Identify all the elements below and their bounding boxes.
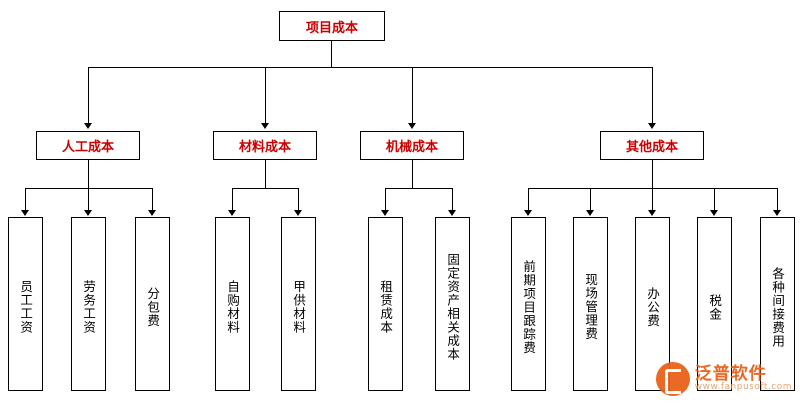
node-category-machinery: 机械成本 <box>360 131 464 160</box>
leaf-site-management-fee-label: 现场管理费 <box>583 273 599 341</box>
connector-root-stem <box>331 41 332 67</box>
leaf-self-purchased-material: 自购材料 <box>215 217 250 391</box>
arrow-machinery-leaf1 <box>381 210 389 216</box>
node-category-material: 材料成本 <box>213 131 317 160</box>
node-category-material-label: 材料成本 <box>238 140 291 155</box>
arrow-machinery-leaf2 <box>448 210 456 216</box>
arrow-other-leaf3 <box>648 210 656 216</box>
leaf-self-purchased-material-label: 自购材料 <box>225 280 241 334</box>
leaf-site-management-fee: 现场管理费 <box>573 217 608 391</box>
connector-labor-to-leaf3 <box>152 188 153 210</box>
connector-root-to-cat4 <box>652 67 653 123</box>
leaf-office-expense-label: 办公费 <box>645 286 661 328</box>
leaf-tax-label: 税金 <box>707 293 723 321</box>
leaf-preliminary-tracking-fee-label: 前期项目跟踪费 <box>521 259 537 355</box>
leaf-leasing-cost: 租赁成本 <box>368 217 403 391</box>
watermark-name-cn: 泛普软件 <box>694 363 767 384</box>
leaf-owner-supplied-material: 甲供材料 <box>281 217 316 391</box>
connector-root-to-cat1 <box>88 67 89 123</box>
leaf-office-expense: 办公费 <box>635 217 670 391</box>
connector-material-stem <box>265 160 266 188</box>
leaf-indirect-expenses: 各种间接费用 <box>760 217 795 391</box>
connector-other-to-leaf3 <box>652 188 653 210</box>
watermark-name-en: www.fanpusoft.com <box>694 382 792 393</box>
connector-root-to-cat3 <box>412 67 413 123</box>
connector-root-to-cat2 <box>265 67 266 123</box>
leaf-fixed-asset-cost: 固定资产相关成本 <box>435 217 470 391</box>
connector-material-bus <box>232 188 298 189</box>
fanpu-logo-icon <box>655 362 690 396</box>
leaf-fixed-asset-cost-label: 固定资产相关成本 <box>445 253 461 361</box>
connector-labor-to-leaf1 <box>25 188 26 210</box>
node-category-machinery-label: 机械成本 <box>385 140 438 155</box>
arrow-root-to-cat3 <box>408 123 416 129</box>
leaf-labor-service-wage: 劳务工资 <box>71 217 106 391</box>
leaf-employee-salary-label: 员工工资 <box>18 280 34 334</box>
leaf-labor-service-wage-label: 劳务工资 <box>81 280 97 334</box>
node-category-labor-label: 人工成本 <box>61 140 114 155</box>
leaf-indirect-expenses-label: 各种间接费用 <box>770 266 786 348</box>
node-category-other: 其他成本 <box>600 131 704 160</box>
arrow-labor-leaf2 <box>84 210 92 216</box>
connector-other-to-leaf1 <box>528 188 529 210</box>
arrow-material-leaf2 <box>294 210 302 216</box>
leaf-owner-supplied-material-label: 甲供材料 <box>291 280 307 334</box>
connector-material-to-leaf2 <box>298 188 299 210</box>
arrow-labor-leaf3 <box>148 210 156 216</box>
arrow-root-to-cat4 <box>648 123 656 129</box>
arrow-labor-leaf1 <box>21 210 29 216</box>
arrow-other-leaf4 <box>710 210 718 216</box>
connector-labor-to-leaf2 <box>88 188 89 210</box>
connector-machinery-bus <box>385 188 452 189</box>
leaf-employee-salary: 员工工资 <box>8 217 43 391</box>
node-category-labor: 人工成本 <box>36 131 140 160</box>
leaf-preliminary-tracking-fee: 前期项目跟踪费 <box>511 217 546 391</box>
leaf-subcontract-fee: 分包费 <box>135 217 170 391</box>
connector-other-to-leaf2 <box>590 188 591 210</box>
connector-other-to-leaf4 <box>714 188 715 210</box>
leaf-subcontract-fee-label: 分包费 <box>145 286 161 328</box>
connector-machinery-to-leaf1 <box>385 188 386 210</box>
leaf-tax: 税金 <box>697 217 732 391</box>
connector-labor-stem <box>88 160 89 188</box>
watermark: 泛普软件 www.fanpusoft.com <box>655 362 792 396</box>
arrow-material-leaf1 <box>228 210 236 216</box>
arrow-other-leaf2 <box>586 210 594 216</box>
leaf-leasing-cost-label: 租赁成本 <box>378 280 394 334</box>
node-root: 项目成本 <box>279 11 385 41</box>
node-category-other-label: 其他成本 <box>625 140 678 155</box>
connector-other-stem <box>652 160 653 188</box>
watermark-text: 泛普软件 www.fanpusoft.com <box>695 365 792 394</box>
node-root-label: 项目成本 <box>305 20 358 36</box>
arrow-other-leaf1 <box>524 210 532 216</box>
arrow-root-to-cat1 <box>84 123 92 129</box>
connector-other-to-leaf5 <box>777 188 778 210</box>
arrow-root-to-cat2 <box>261 123 269 129</box>
connector-material-to-leaf1 <box>232 188 233 210</box>
connector-machinery-to-leaf2 <box>452 188 453 210</box>
connector-machinery-stem <box>412 160 413 188</box>
arrow-other-leaf5 <box>773 210 781 216</box>
connector-root-bus <box>88 67 652 68</box>
